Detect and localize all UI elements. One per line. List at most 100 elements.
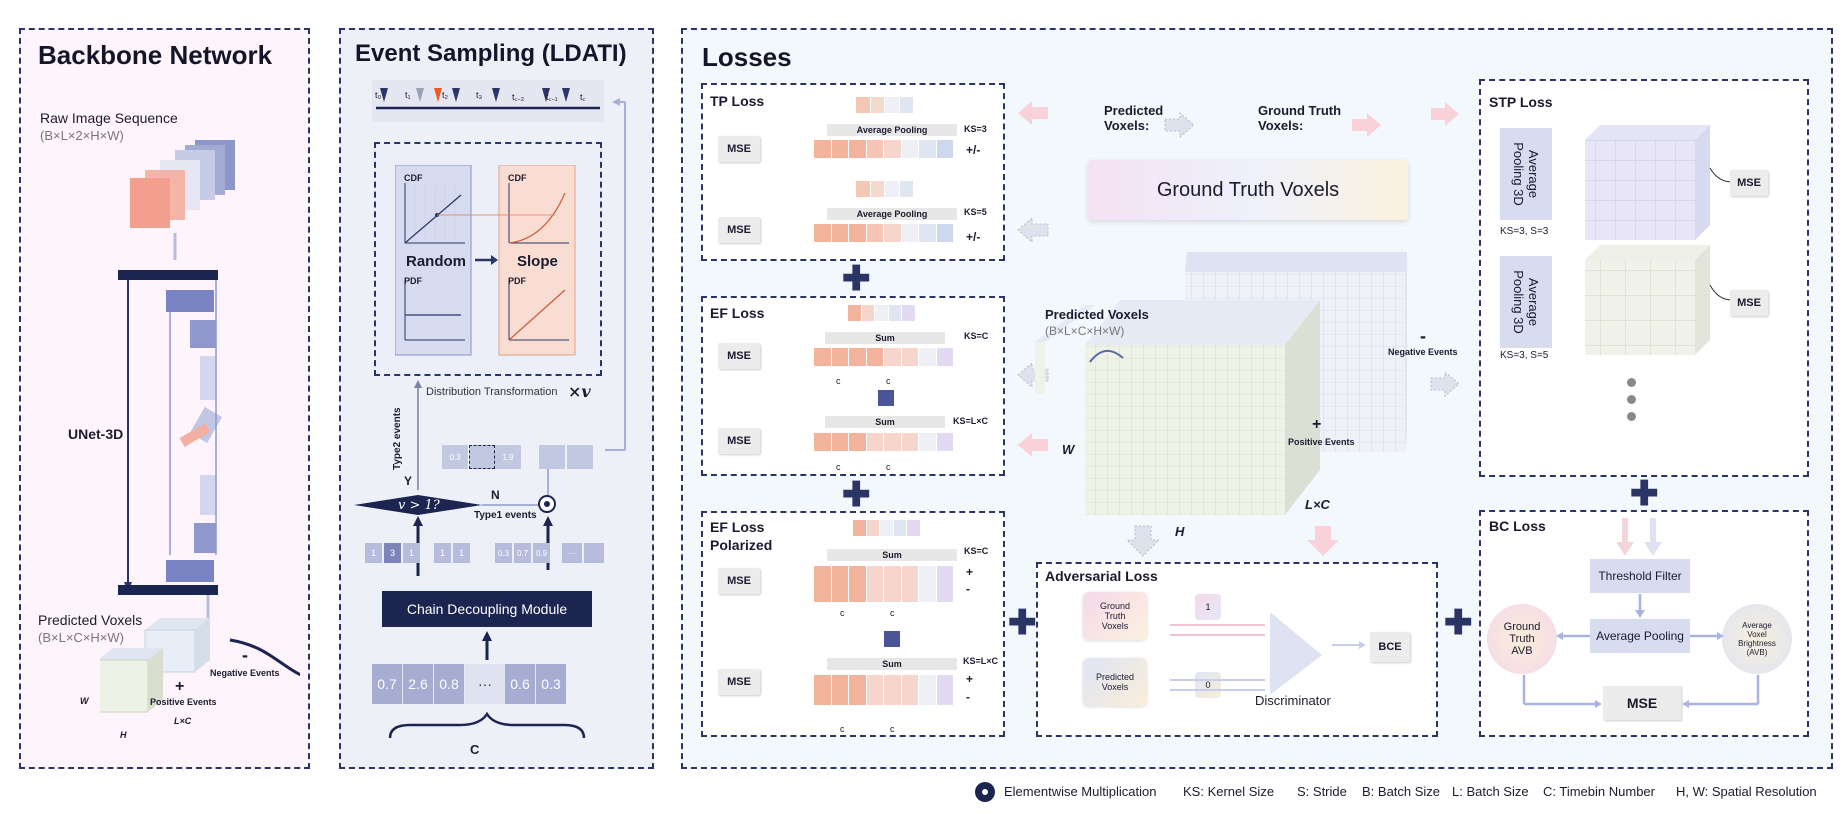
- center-w: W: [1062, 442, 1075, 457]
- cdf-left: CDF: [404, 173, 423, 183]
- decision-label: v > 1?: [398, 498, 440, 513]
- bc-average-pooling-box: Average Pooling: [1590, 619, 1690, 653]
- cell: 2.6: [403, 664, 434, 704]
- cell: 1: [403, 543, 420, 563]
- center-lc: L×C: [1305, 497, 1330, 512]
- tp-ks2: KS=5: [964, 207, 987, 217]
- legend-pred-voxels: Predicted Voxels:: [1104, 103, 1164, 133]
- efp-minus-1: -: [966, 582, 970, 596]
- cell: 1.9: [495, 445, 521, 469]
- adv-label-zero: 0: [1195, 672, 1221, 698]
- efp-minus-2: -: [966, 690, 970, 704]
- stp-cubes: [1585, 125, 1710, 355]
- tp-loss-title: TP Loss: [710, 93, 765, 109]
- discriminator-label: Discriminator: [1255, 693, 1331, 708]
- bc-arrows: [1522, 594, 1760, 708]
- right-arrows: [1430, 102, 1460, 398]
- ef-ks1: KS=C: [964, 331, 989, 341]
- efp-mse-2: MSE: [718, 669, 760, 695]
- adv-label-one: 1: [1195, 594, 1221, 620]
- legend-l: L: Batch Size: [1452, 784, 1529, 799]
- ef-c-4: c: [886, 462, 891, 472]
- backbone-minus: -: [242, 645, 248, 665]
- distribution-curves: [395, 165, 576, 356]
- tp-ks1: KS=3: [964, 124, 987, 134]
- ef-mse-1: MSE: [718, 343, 760, 369]
- backbone-title: Backbone Network: [38, 40, 273, 70]
- type1-label: Type1 events: [474, 510, 537, 521]
- ef-mse-2: MSE: [718, 428, 760, 454]
- tp-strip-top-2: [856, 181, 914, 197]
- xv-label: ×v: [568, 382, 591, 401]
- ef-strip-bottom-2: [814, 433, 954, 451]
- chain-decoupling-button[interactable]: Chain Decoupling Module: [382, 591, 592, 627]
- center-minus: -: [1420, 326, 1426, 346]
- cell: 1: [453, 543, 470, 563]
- cdf-right: CDF: [508, 173, 527, 183]
- tick-tc2: t꜀₋₂: [512, 92, 525, 102]
- bce-box: BCE: [1370, 632, 1410, 662]
- efp-plus-1: +: [966, 565, 974, 579]
- cell: 0.9: [533, 543, 550, 563]
- elementwise-dot-icon: [538, 495, 556, 513]
- backbone-neg-events: Negative Events: [210, 668, 280, 678]
- efp-plus-2: +: [966, 672, 974, 686]
- plus-icon: ✚: [1008, 604, 1037, 642]
- cell: 0.8: [434, 664, 465, 704]
- cell: 1: [365, 543, 382, 563]
- adv-arrows: [1170, 612, 1366, 695]
- tick-t0: t₀: [375, 90, 382, 100]
- backbone-pred-shape: (B×L×C×H×W): [38, 630, 124, 645]
- ef-c-1: c: [836, 376, 841, 386]
- bc-loss-title: BC Loss: [1489, 518, 1546, 534]
- tp-pm-2: +/-: [966, 230, 981, 244]
- stp-pool-2: Average Pooling 3D: [1500, 256, 1552, 348]
- efp-c-2: c: [890, 608, 895, 618]
- stp-mse-2: MSE: [1730, 290, 1768, 316]
- legend-gt-voxels: Ground Truth Voxels:: [1258, 103, 1342, 133]
- tick-tc: t꜀: [580, 92, 586, 102]
- center-h: H: [1175, 524, 1185, 539]
- tp-pool-1: Average Pooling: [827, 124, 957, 136]
- ef-cube-icon: [878, 390, 894, 406]
- stp-pool-1: Average Pooling 3D: [1500, 128, 1552, 220]
- bc-input-arrows: [1616, 518, 1662, 556]
- efp-c-4: c: [890, 724, 895, 734]
- legend-s: S: Stride: [1297, 784, 1347, 799]
- efp-c-1: c: [840, 608, 845, 618]
- n-label: N: [491, 488, 500, 502]
- plus-icon: ✚: [1444, 604, 1473, 642]
- efp-strip-bottom-2: [814, 675, 954, 705]
- random-label: Random: [406, 253, 466, 270]
- bc-mse-box: MSE: [1603, 686, 1681, 720]
- tick-tc1: t꜀₋₁: [546, 92, 558, 102]
- ef-strip-top-1: [848, 305, 916, 321]
- slope-label: Slope: [517, 253, 558, 270]
- cell: 3: [384, 543, 401, 563]
- backbone-plus: +: [175, 678, 185, 695]
- cell: ···: [465, 664, 505, 704]
- ef-c-3: c: [836, 462, 841, 472]
- ef-c-2: c: [886, 376, 891, 386]
- cell: 0.7: [514, 543, 531, 563]
- cell: [584, 543, 604, 563]
- legend-b: B: Batch Size: [1362, 784, 1441, 799]
- pdf-right: PDF: [508, 276, 526, 286]
- efp-strip-top-1: [853, 520, 921, 536]
- tp-mse-2: MSE: [718, 217, 760, 243]
- pdf-left: PDF: [404, 276, 422, 286]
- cell: 0.3: [495, 543, 512, 563]
- predicted-voxel-cubes-icon: [100, 618, 210, 713]
- efp-loss-title-1: EF Loss: [710, 519, 765, 535]
- backbone-h: H: [120, 730, 127, 740]
- cell: [567, 445, 593, 469]
- dist-transform-label: Distribution Transformation: [426, 386, 558, 398]
- stp-mse-1: MSE: [1730, 170, 1768, 196]
- efp-ks2: KS=L×C: [963, 656, 999, 666]
- plus-icon: ✚: [842, 476, 871, 514]
- backbone-diagram: [100, 140, 300, 713]
- adv-pred-voxels: Predicted Voxels: [1083, 658, 1147, 706]
- image-stack-icon: [130, 140, 235, 228]
- stp-loss-title: STP Loss: [1489, 94, 1553, 110]
- cell: 1: [434, 543, 451, 563]
